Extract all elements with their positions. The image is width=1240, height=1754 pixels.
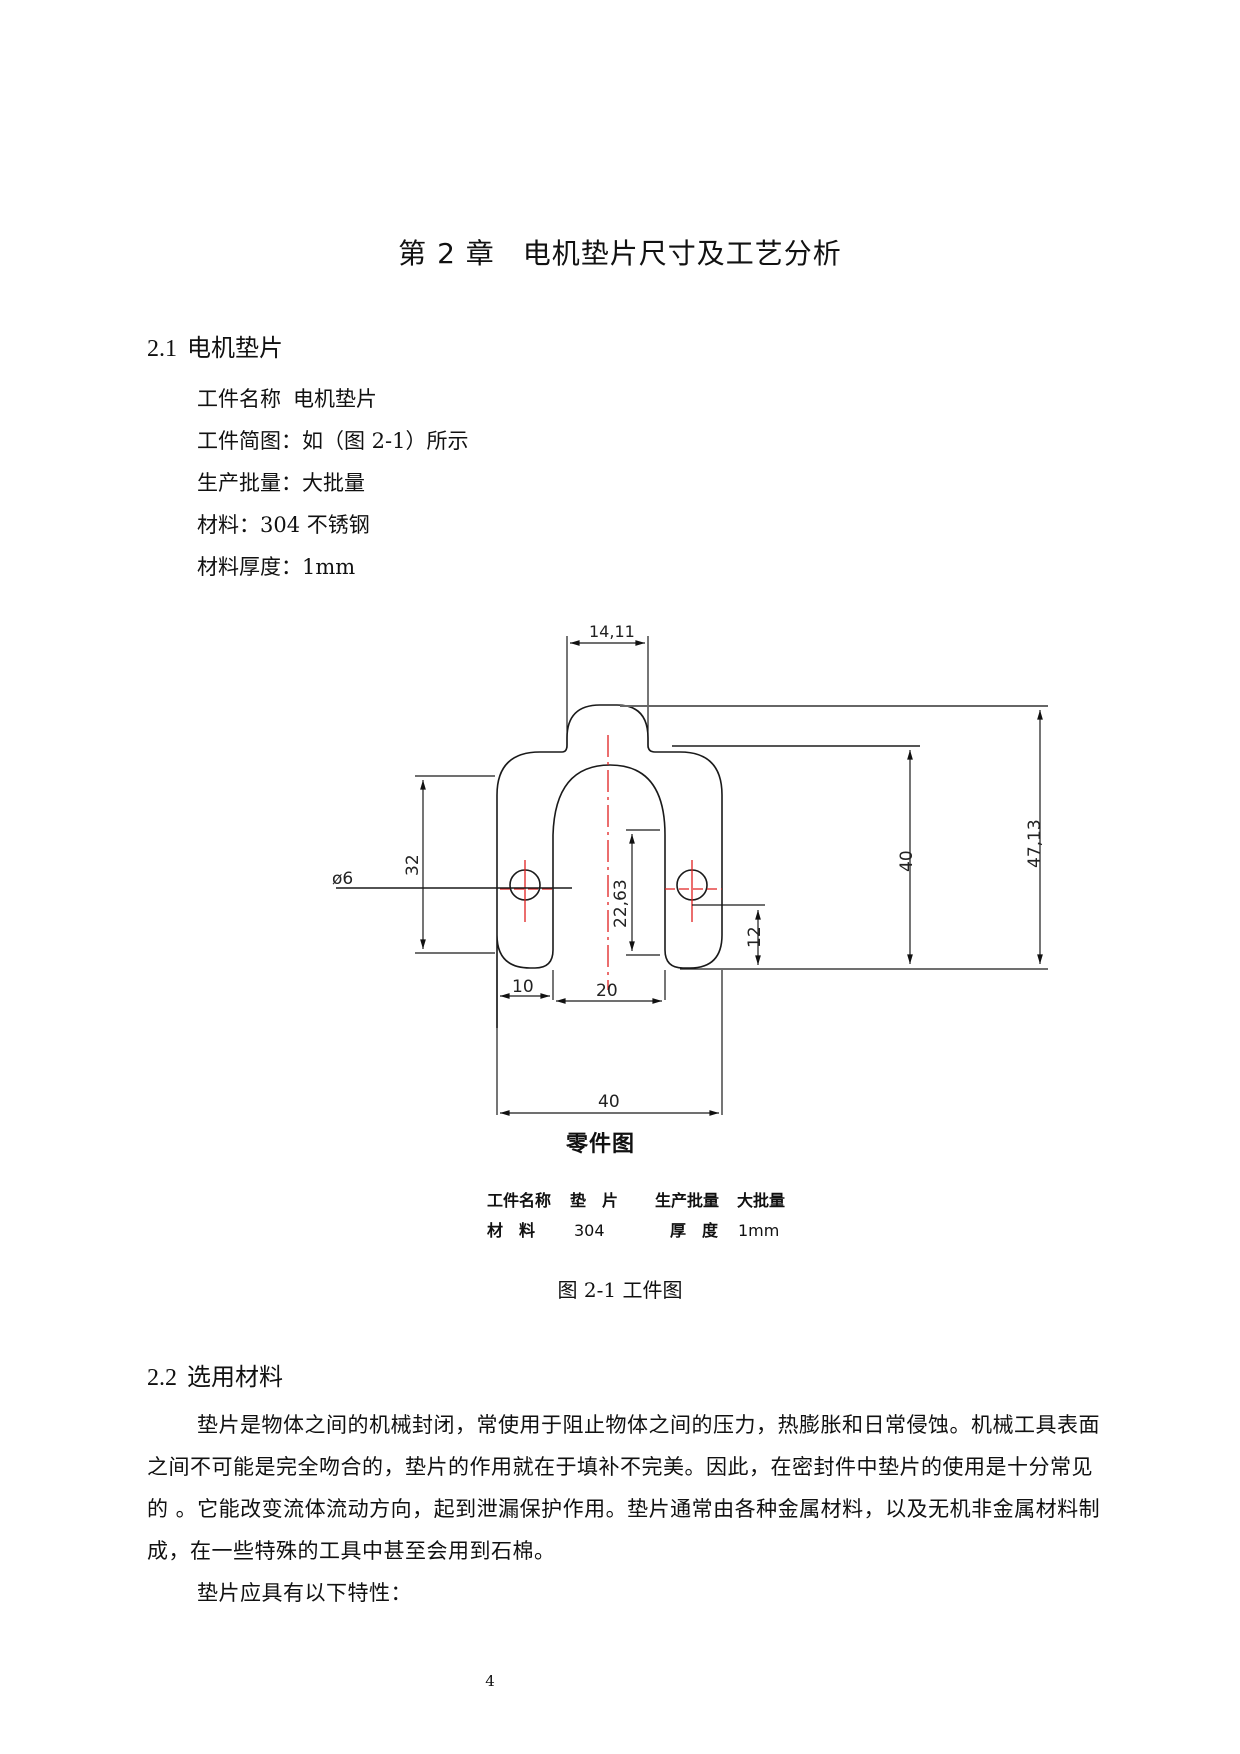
- info-label: 材料厚度: [197, 555, 281, 579]
- centerlines: [500, 735, 722, 990]
- dim-slot-depth: 22,63: [611, 879, 631, 928]
- section-number: 2.1: [147, 336, 177, 362]
- tb-value-material: 304: [574, 1221, 605, 1240]
- section-title: 电机垫片: [187, 334, 283, 362]
- info-label: 工件名称: [197, 387, 281, 411]
- paragraph-gasket-intro: 垫片是物体之间的机械封闭，常使用于阻止物体之间的压力，热膨胀和日常侵蚀。机械工具…: [147, 1404, 1107, 1572]
- tb-value-thickness: 1mm: [738, 1221, 779, 1240]
- paragraph-text: 垫片应具有以下特性：: [197, 1581, 412, 1605]
- tb-label-thickness: 厚 度: [670, 1221, 719, 1240]
- info-thickness: 材料厚度：1mm: [197, 555, 356, 579]
- info-label: 生产批量: [197, 471, 281, 495]
- dim-slot-width: 20: [596, 981, 618, 1001]
- info-value: 如（图 2-1）所示: [302, 429, 469, 453]
- info-batch: 生产批量：大批量: [197, 471, 365, 495]
- tb-label-batch: 生产批量: [655, 1191, 719, 1210]
- figure-caption: 图 2-1 工件图: [557, 1278, 683, 1302]
- tb-value-batch: 大批量: [737, 1191, 785, 1210]
- dim-hole-height: 12: [745, 926, 765, 948]
- tb-label-material: 材 料: [487, 1221, 535, 1240]
- info-part-sketch: 工件简图：如（图 2-1）所示: [197, 429, 469, 453]
- tb-label-part-name: 工件名称: [487, 1191, 551, 1210]
- paragraph-text: 垫片是物体之间的机械封闭，常使用于阻止物体之间的压力，热膨胀和日常侵蚀。机械工具…: [147, 1413, 1101, 1563]
- section-number: 2.2: [147, 1365, 177, 1391]
- info-label: 工件简图: [197, 429, 281, 453]
- dim-left-height: 32: [403, 854, 423, 876]
- dim-total-width: 40: [598, 1092, 620, 1112]
- page-number: 4: [485, 1672, 495, 1690]
- dim-body-height: 40: [897, 850, 917, 872]
- dim-top-tab-width: 14,11: [589, 622, 635, 641]
- info-part-name: 工件名称电机垫片: [197, 378, 377, 420]
- section-heading-2-2: 2.2 选用材料: [147, 1357, 283, 1392]
- dim-hole-diameter: ø6: [332, 869, 353, 889]
- info-value: 304 不锈钢: [260, 513, 370, 537]
- dim-total-height: 47,13: [1025, 819, 1045, 868]
- info-value: 电机垫片: [293, 387, 377, 411]
- title-block: 工件名称 垫 片 生产批量 大批量 材 料 304 厚 度 1mm: [487, 1191, 785, 1240]
- section-title: 选用材料: [187, 1363, 283, 1391]
- chapter-number: 第 2 章: [398, 237, 495, 270]
- info-label: 材料: [197, 513, 239, 537]
- info-value: 大批量: [302, 471, 365, 495]
- tb-value-part-name: 垫 片: [570, 1191, 618, 1210]
- section-heading-2-1: 2.1 电机垫片: [147, 328, 283, 363]
- info-material: 材料：304 不锈钢: [197, 513, 370, 537]
- dim-leg-width: 10: [512, 977, 534, 997]
- drawing-label: 零件图: [566, 1132, 636, 1157]
- paragraph-gasket-properties: 垫片应具有以下特性：: [147, 1572, 1107, 1614]
- info-value: 1mm: [302, 555, 356, 579]
- chapter-title-text: 电机垫片尺寸及工艺分析: [522, 237, 842, 270]
- chapter-title: 第 2 章电机垫片尺寸及工艺分析: [0, 232, 1240, 272]
